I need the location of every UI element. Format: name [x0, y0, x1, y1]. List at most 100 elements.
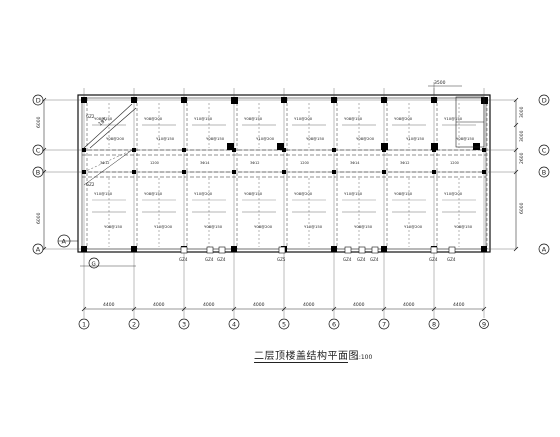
- axis-label-col-3: 3: [182, 321, 186, 329]
- left-dimension: 6000: [36, 212, 42, 224]
- slab-note: Y10@150: [156, 136, 175, 141]
- axis-bubble-col-4: [228, 318, 240, 330]
- slab-note: Y10@200: [294, 116, 313, 121]
- beam-note: 3Φ14: [200, 161, 210, 165]
- structural-column: [381, 246, 387, 252]
- slab-note: Y08@200: [356, 136, 375, 141]
- axis-label-col-7: 7: [382, 321, 386, 329]
- axis-bubble-C: [32, 144, 44, 156]
- structural-column: [381, 97, 387, 103]
- top-dimension: 3500: [434, 80, 446, 86]
- axis-bubble-col-6: [328, 318, 340, 330]
- axis-label-col-9: 9: [482, 321, 486, 329]
- slab-note: Y08@200: [254, 224, 273, 229]
- bottom-dimension: 4000: [403, 302, 415, 308]
- bottom-dimension: 4000: [303, 302, 315, 308]
- axis-bubble-col-3: [178, 318, 190, 330]
- bottom-column-mark: GZ4: [429, 257, 438, 262]
- slab-note: Y08@150: [454, 224, 473, 229]
- beam-note: 3Φ14: [350, 161, 360, 165]
- dimension-tick: [331, 306, 337, 312]
- beam-note: 3Φ12: [100, 161, 109, 165]
- bottom-dimension: 4400: [103, 302, 115, 308]
- bottom-column-mark: GZ4: [205, 257, 214, 262]
- structural-column: [82, 148, 86, 152]
- slab-note: Y08@150: [104, 224, 123, 229]
- axis-label-B: B: [542, 168, 546, 176]
- right-dimension: 2600: [519, 152, 525, 164]
- structural-column: [231, 246, 237, 252]
- dimension-tick: [513, 97, 519, 103]
- dimension-tick: [431, 306, 437, 312]
- stair-label: 18T: [97, 116, 109, 127]
- bottom-column-mark: GZ4: [217, 257, 226, 262]
- slab-note: Y08@150: [394, 191, 413, 196]
- slab-note: Y10@200: [404, 224, 423, 229]
- axis-bubble-col-1: [78, 318, 90, 330]
- structural-column: [277, 143, 284, 150]
- dimension-tick: [281, 306, 287, 312]
- axis-bubble-col-5: [278, 318, 290, 330]
- stair-line: [89, 107, 137, 149]
- structural-column: [182, 170, 186, 174]
- axis-bubble-D: [538, 94, 550, 106]
- structural-column: [132, 170, 136, 174]
- beam-note: 1200: [300, 161, 309, 165]
- bottom-axis-marker: [88, 257, 100, 269]
- bottom-dimension: 4000: [253, 302, 265, 308]
- axis-label-col-5: 5: [282, 321, 286, 329]
- bottom-dimension: 4000: [153, 302, 165, 308]
- structural-column: [332, 148, 336, 152]
- slab-note: Y08@200: [394, 116, 413, 121]
- slab-note: Y10@150: [344, 191, 363, 196]
- dimension-tick: [513, 122, 519, 128]
- slab-note: Y08@150: [204, 224, 223, 229]
- stair-line: [83, 149, 133, 173]
- structural-column: [281, 97, 287, 103]
- axis-bubble-A: [32, 243, 44, 255]
- stair-line: [83, 149, 133, 186]
- beam-note: 3Φ12: [250, 161, 259, 165]
- right-dimension: 6000: [519, 202, 525, 214]
- beam-note: 1200: [150, 161, 159, 165]
- structural-column: [332, 170, 336, 174]
- dimension-tick: [513, 147, 519, 153]
- bottom-column-mark: GZ4: [447, 257, 456, 262]
- axis-label-col-1: 1: [82, 321, 86, 329]
- bottom-column-box: [371, 246, 379, 254]
- bottom-column-box: [180, 246, 188, 254]
- axis-label-C: C: [542, 146, 547, 154]
- slab-note: Y08@150: [244, 191, 263, 196]
- structural-column: [482, 148, 486, 152]
- axis-bubble-col-2: [128, 318, 140, 330]
- side-mark: GZ2: [86, 114, 95, 119]
- structural-column: [381, 143, 388, 150]
- structural-column: [431, 143, 438, 150]
- dimension-tick: [131, 306, 137, 312]
- bottom-dimension: 4400: [453, 302, 465, 308]
- structural-column: [331, 246, 337, 252]
- bottom-column-box: [358, 246, 366, 254]
- bottom-column-mark: GZ5: [277, 257, 286, 262]
- bottom-column-mark: GZ4: [357, 257, 366, 262]
- axis-label-D: D: [542, 96, 547, 104]
- slab-note: Y08@150: [344, 116, 363, 121]
- dimension-tick: [81, 306, 87, 312]
- stair-line: [83, 103, 133, 149]
- structural-column: [81, 97, 87, 103]
- slab-note: Y10@150: [304, 224, 323, 229]
- slab-note: Y08@150: [144, 191, 163, 196]
- bottom-column-box: [206, 246, 214, 254]
- structural-column: [473, 143, 480, 150]
- axis-label-D: D: [36, 96, 41, 104]
- dimension-tick: [481, 306, 487, 312]
- slab-note: Y10@200: [444, 191, 463, 196]
- dimension-tick: [381, 306, 387, 312]
- slab-note: Y08@150: [306, 136, 325, 141]
- drawing-title: 二层顶楼盖结构平面图: [254, 351, 359, 362]
- axis-bubble-col-8: [428, 318, 440, 330]
- slab-note: Y10@150: [444, 116, 463, 121]
- left-dimension: 6000: [36, 116, 42, 128]
- right-dimension: 3000: [519, 130, 525, 142]
